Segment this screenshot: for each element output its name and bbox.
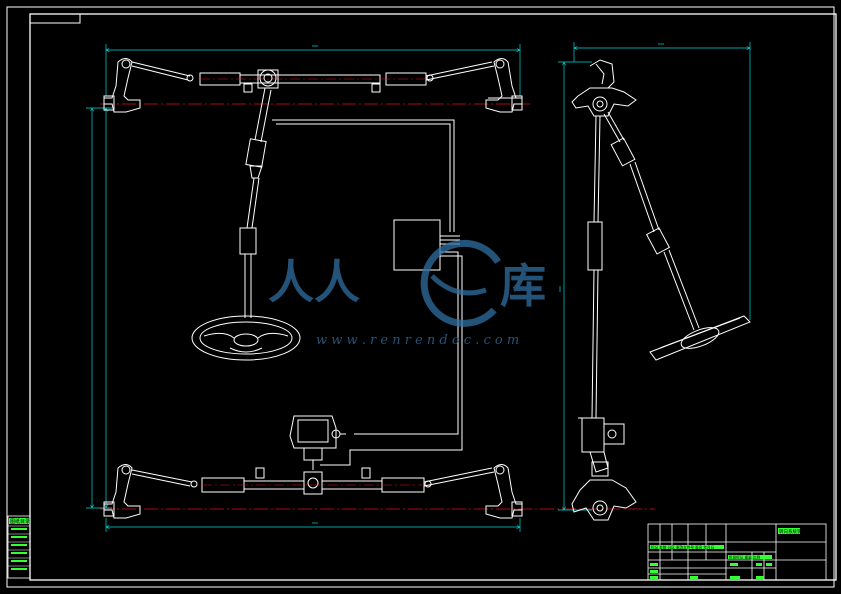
side-steering-column <box>603 111 700 331</box>
sheet-border <box>6 6 837 588</box>
title-block <box>647 523 827 581</box>
side-top-knuckle <box>571 59 637 117</box>
hydraulic-lines <box>272 119 463 466</box>
side-lower-box <box>571 417 637 521</box>
side-view <box>558 42 751 521</box>
drawing-title: 转向系统装配图 <box>779 528 811 535</box>
power-steering-box <box>289 415 346 470</box>
revision-label: 标记 处数 分区 更改文件号 签名 年月日 <box>651 545 714 550</box>
watermark: 人人 库 w w w . r e n r e n d o c . c o m <box>268 239 546 348</box>
upper-steering-gear <box>103 58 523 113</box>
steering-column <box>239 87 272 318</box>
watermark-right-char: 库 <box>500 259 546 313</box>
title-block-text: 转向系统装配图 标记 处数 分区 更改文件号 签名 年月日 阶段标记 重量 比例 <box>650 528 811 579</box>
steering-wheel-side <box>649 315 751 361</box>
watermark-url: w w w . r e n r e n d o c . c o m <box>316 333 519 348</box>
front-dimensions <box>86 44 521 532</box>
side-table-label: 图纸目录 <box>10 518 30 525</box>
lower-steering-gear <box>103 464 523 519</box>
control-valve-block <box>393 219 441 271</box>
stage-label: 阶段标记 重量 比例 <box>729 555 760 560</box>
side-vertical-link <box>587 115 603 419</box>
watermark-logo-icon <box>420 239 501 327</box>
side-dimensions <box>558 42 751 511</box>
front-view <box>86 44 655 532</box>
watermark-left-chars: 人人 <box>268 255 360 309</box>
side-table: 图纸目录 <box>7 515 31 579</box>
steering-wheel-front <box>191 315 301 361</box>
